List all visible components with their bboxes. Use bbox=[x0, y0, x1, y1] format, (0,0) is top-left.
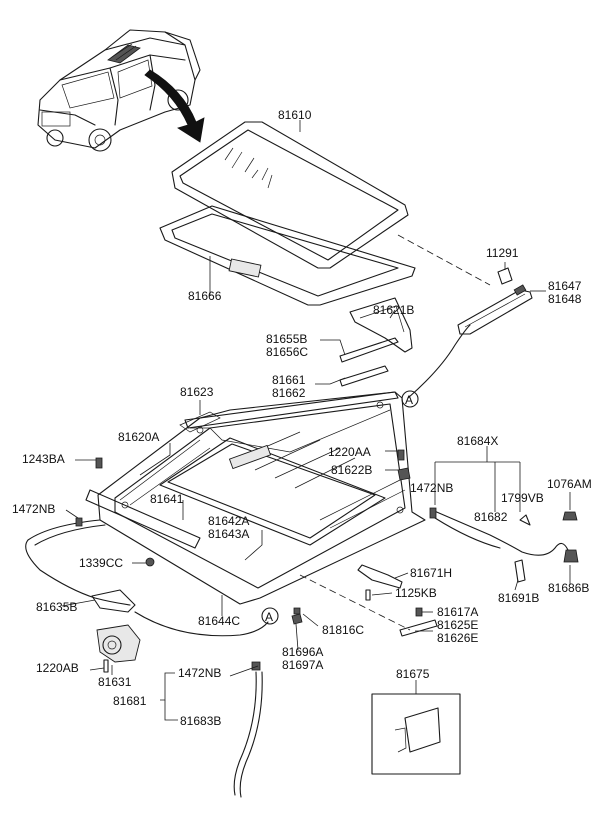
leader-lines bbox=[61, 120, 571, 721]
connector-81691b bbox=[514, 559, 526, 583]
label-81666: 81666 bbox=[188, 289, 222, 303]
label-81635b: 81635B bbox=[36, 600, 77, 614]
bolt-1220aa-top bbox=[397, 449, 405, 461]
label-81684x: 81684X bbox=[457, 434, 498, 448]
front-drain-hose bbox=[134, 611, 269, 637]
label-81697a: 81697A bbox=[282, 658, 323, 672]
label-81656c: 81656C bbox=[266, 345, 308, 359]
label-81643a: 81643A bbox=[208, 527, 249, 541]
bolt-1125kb bbox=[365, 589, 371, 601]
label-81647: 81647 bbox=[548, 279, 582, 293]
rear-bracket-81625e bbox=[399, 619, 438, 637]
seal-kit-box bbox=[371, 693, 461, 775]
sunshade-bar bbox=[85, 489, 201, 549]
callout-a-lower-text: A bbox=[265, 610, 273, 624]
label-1339cc: 1339CC bbox=[79, 556, 123, 570]
label-81621b: 81621B bbox=[373, 303, 414, 317]
label-1220ab: 1220AB bbox=[36, 661, 79, 675]
label-81617a: 81617A bbox=[437, 605, 478, 619]
vehicle-illustration bbox=[37, 29, 201, 152]
clamp-1472nb-bottom bbox=[251, 661, 261, 671]
bracket-81671h bbox=[357, 564, 403, 589]
clamp-1472nb-right bbox=[429, 507, 437, 519]
seal-kit-part bbox=[404, 707, 441, 753]
label-81655b: 81655B bbox=[266, 332, 307, 346]
clip-81696a bbox=[291, 613, 303, 625]
front-rail bbox=[184, 391, 399, 429]
label-1125kb: 1125KB bbox=[395, 586, 437, 600]
label-81662: 81662 bbox=[272, 386, 306, 400]
label-81644c: 81644C bbox=[198, 614, 240, 628]
label-1472nb-left: 1472NB bbox=[12, 502, 55, 516]
sunroof-glass bbox=[171, 121, 409, 269]
label-81682: 81682 bbox=[474, 510, 508, 524]
label-81681: 81681 bbox=[113, 694, 147, 708]
label-81641: 81641 bbox=[150, 492, 184, 506]
direction-arrow bbox=[144, 69, 205, 143]
label-1472nb-bottom: 1472NB bbox=[178, 666, 221, 680]
label-1076am: 1076AM bbox=[547, 477, 592, 491]
label-1472nb-right: 1472NB bbox=[410, 481, 453, 495]
guide-rail-assembly bbox=[457, 267, 533, 335]
sunroof-frame bbox=[97, 391, 426, 605]
clip-81622b bbox=[397, 467, 411, 481]
nut-1339cc bbox=[145, 557, 155, 567]
rear-drain-hose bbox=[431, 509, 569, 556]
clip-1799vb bbox=[519, 514, 531, 526]
bolt-1243ba bbox=[95, 457, 103, 469]
label-81625e: 81625E bbox=[437, 618, 478, 632]
label-81610: 81610 bbox=[278, 108, 312, 122]
label-81661: 81661 bbox=[272, 373, 306, 387]
reference-line-2 bbox=[299, 574, 411, 631]
callout-a-upper-text: A bbox=[405, 393, 413, 407]
label-81622b: 81622B bbox=[331, 463, 372, 477]
label-81648: 81648 bbox=[548, 292, 582, 306]
label-81642a: 81642A bbox=[208, 514, 249, 528]
drain-hose-upper bbox=[407, 324, 471, 399]
bolt-81617a bbox=[415, 607, 423, 617]
rear-drain-hose-2 bbox=[434, 517, 501, 549]
drain-hose-81683b bbox=[233, 671, 257, 796]
label-81671h: 81671H bbox=[410, 566, 452, 580]
label-1243ba: 1243BA bbox=[22, 452, 65, 466]
label-81683b: 81683B bbox=[180, 714, 221, 728]
label-81696a: 81696A bbox=[282, 645, 323, 659]
label-81675: 81675 bbox=[396, 667, 430, 681]
clip-81816c bbox=[293, 607, 301, 615]
label-1220aa-top: 1220AA bbox=[328, 445, 371, 459]
drain-hose-81683b-2 bbox=[239, 671, 263, 798]
label-81620a: 81620A bbox=[118, 430, 159, 444]
label-1799vb: 1799VB bbox=[501, 491, 544, 505]
rear-bracket bbox=[349, 297, 413, 353]
label-81623: 81623 bbox=[180, 385, 214, 399]
clamp-1472nb-left bbox=[75, 517, 83, 527]
grommet-81686b bbox=[563, 549, 579, 563]
sunroof-motor bbox=[96, 624, 141, 663]
reference-line-1 bbox=[397, 234, 491, 286]
left-cable-2 bbox=[34, 524, 106, 546]
left-drive-cable bbox=[25, 519, 131, 606]
glass-frame-seal bbox=[159, 205, 416, 306]
side-strip bbox=[339, 365, 389, 387]
grommet-1076am bbox=[562, 511, 578, 521]
label-11291: 11291 bbox=[486, 246, 519, 260]
label-81686b: 81686B bbox=[548, 581, 589, 595]
label-81816c: 81816C bbox=[322, 623, 364, 637]
label-81631: 81631 bbox=[98, 675, 132, 689]
part-labels: 81610 81666 11291 81647 81648 81621B 816… bbox=[12, 108, 592, 728]
drain-strip bbox=[339, 337, 399, 363]
callout-a-lower bbox=[261, 607, 279, 625]
label-81626e: 81626E bbox=[437, 631, 478, 645]
motor-bracket bbox=[91, 589, 136, 613]
bolt-1220ab bbox=[103, 659, 109, 673]
label-81691b: 81691B bbox=[498, 591, 539, 605]
